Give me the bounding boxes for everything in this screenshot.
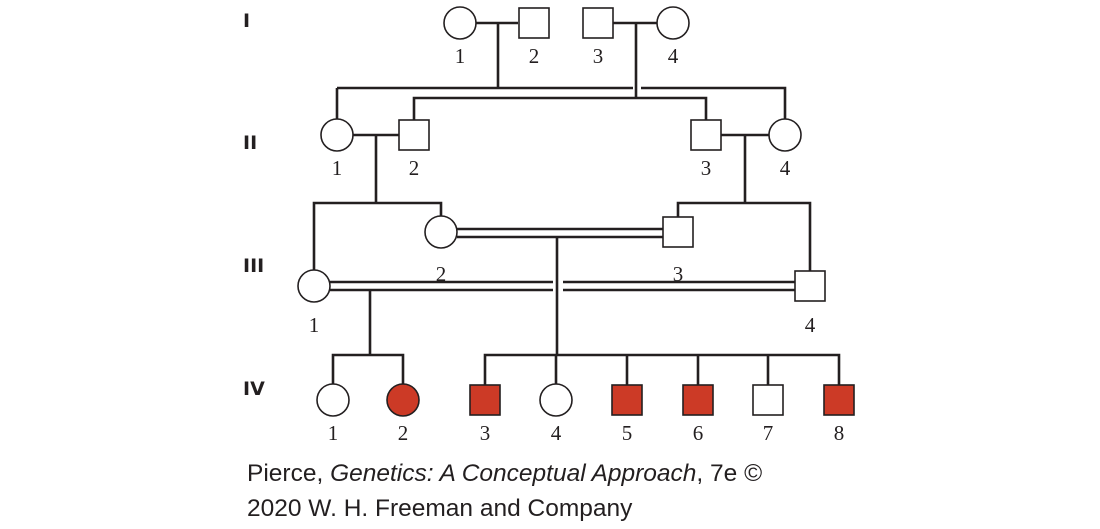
individual-IV-2-label: 2 bbox=[398, 421, 409, 445]
individual-II-1-label: 1 bbox=[332, 156, 343, 180]
individual-I-3-male bbox=[582, 7, 614, 39]
individual-III-4-male bbox=[794, 270, 826, 302]
generation-label-II: II bbox=[243, 132, 257, 154]
individual-IV-8-male bbox=[823, 384, 855, 416]
individual-I-1-female bbox=[443, 6, 477, 40]
individual-II-2-label: 2 bbox=[409, 156, 420, 180]
individual-III-3-label: 3 bbox=[673, 262, 684, 286]
individual-IV-3-male bbox=[469, 384, 501, 416]
individual-IV-7-label: 7 bbox=[763, 421, 774, 445]
generation-label-III: III bbox=[243, 255, 264, 277]
sibship-line-I3-I4 bbox=[412, 96, 708, 120]
individual-II-4-female bbox=[768, 118, 802, 152]
pedigree-symbols bbox=[297, 6, 855, 417]
individual-III-2-female bbox=[424, 215, 458, 249]
sibship-line-IV3-IV8 bbox=[483, 353, 841, 385]
individual-I-4-label: 4 bbox=[668, 44, 679, 68]
sibship-line-I1-I2-b bbox=[641, 86, 787, 119]
individual-II-4-label: 4 bbox=[780, 156, 791, 180]
individual-IV-6-male bbox=[682, 384, 714, 416]
generation-label-I: I bbox=[243, 10, 250, 32]
pedigree-lines bbox=[312, 21, 841, 385]
individual-I-3-label: 3 bbox=[593, 44, 604, 68]
credit-line-2: 2020 W. H. Freeman and Company bbox=[247, 495, 633, 522]
individual-IV-1-female bbox=[316, 383, 350, 417]
individual-IV-1-label: 1 bbox=[328, 421, 339, 445]
individual-I-2-label: 2 bbox=[529, 44, 540, 68]
individual-IV-4-female bbox=[539, 383, 573, 417]
individual-IV-4-label: 4 bbox=[551, 421, 562, 445]
generation-label-IV: IV bbox=[243, 378, 265, 400]
individual-IV-7-male bbox=[752, 384, 784, 416]
individual-I-1-label: 1 bbox=[455, 44, 466, 68]
individual-II-1-female bbox=[320, 118, 354, 152]
individual-II-3-label: 3 bbox=[701, 156, 712, 180]
sibship-line-II1-II2 bbox=[312, 201, 443, 270]
individual-IV-2-female bbox=[386, 383, 420, 417]
individual-I-4-female bbox=[656, 6, 690, 40]
individual-III-2-label: 2 bbox=[436, 262, 447, 286]
individual-II-3-male bbox=[690, 119, 722, 151]
individual-IV-5-label: 5 bbox=[622, 421, 633, 445]
individual-IV-5-male bbox=[611, 384, 643, 416]
individual-III-1-female bbox=[297, 269, 331, 303]
individual-IV-3-label: 3 bbox=[480, 421, 491, 445]
individual-II-2-male bbox=[398, 119, 430, 151]
individual-III-1-label: 1 bbox=[309, 313, 320, 337]
sibship-line-IV1-IV2 bbox=[331, 353, 405, 384]
individual-I-2-male bbox=[518, 7, 550, 39]
individual-III-3-male bbox=[662, 216, 694, 248]
individual-IV-6-label: 6 bbox=[693, 421, 704, 445]
credit-line-1: Pierce, Genetics: A Conceptual Approach,… bbox=[247, 460, 763, 487]
individual-IV-8-label: 8 bbox=[834, 421, 845, 445]
individual-III-4-label: 4 bbox=[805, 313, 816, 337]
figure-credit: Pierce, Genetics: A Conceptual Approach,… bbox=[247, 456, 762, 526]
sibship-line-II3-II4 bbox=[676, 201, 812, 271]
